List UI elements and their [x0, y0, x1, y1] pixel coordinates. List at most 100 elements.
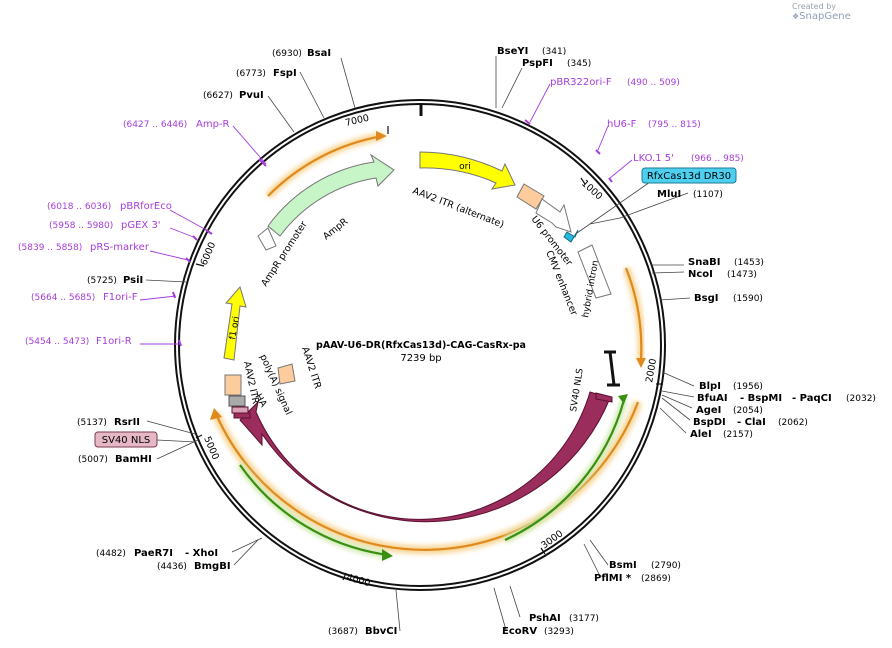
primer-f1ori-r: F1ori-R [96, 336, 132, 347]
sv40-nls-box-text: SV40 NLS [102, 435, 151, 446]
rfxcas13d-dr30-feature [563, 229, 579, 243]
plasmid-backbone [174, 99, 666, 591]
sv40-nls-left-feature [233, 412, 251, 419]
primer-hu6-f: hU6-F [607, 119, 637, 130]
primer-pgex3: pGEX 3' [121, 220, 161, 231]
enzyme-agei: AgeI [696, 405, 721, 416]
f1-ori-feature [223, 285, 247, 361]
aav2-itr-alternate-feature [516, 183, 545, 210]
credit-brand: SnapGene [799, 11, 851, 22]
primer-f1ori-f-range: (5664 .. 5685) [31, 293, 95, 303]
primer-prs-marker: pRS-marker [90, 242, 150, 253]
enzyme-pflmi-pos: (2869) [641, 574, 671, 584]
enzyme-bspdi: BspDI [693, 417, 726, 428]
primer-pbrforeco-range: (6018 .. 6036) [47, 202, 111, 212]
enzyme-ncoi: NcoI [688, 269, 713, 280]
enzyme-xhoi: - XhoI [185, 548, 218, 559]
enzyme-rsrii-pos: (5137) [77, 418, 107, 428]
f1-ori-label: f1 ori [228, 316, 242, 341]
snapgene-logo-icon: ❖ [792, 12, 800, 21]
map-center-title: pAAV-U6-DR(RfxCas13d)-CAG-CasRx-pa 7239 … [316, 340, 526, 364]
credit-prefix: Created by [792, 2, 837, 11]
enzyme-ncoi-pos: (1473) [727, 270, 757, 280]
tick-3000: 3000 [539, 528, 565, 551]
ampr-orf-arc [267, 134, 384, 197]
enzyme-psii: PsiI [123, 275, 143, 286]
enzyme-snabi: SnaBI [688, 257, 720, 268]
enzyme-paqci-pos: (2032) [846, 394, 876, 404]
primer-f1ori-f: F1ori-F [103, 292, 138, 303]
orf-arcs [210, 131, 646, 561]
enzyme-leader-lines [145, 56, 695, 632]
enzyme-labels: (6930) BsaI (6773) FspI (6627) PvuI BseY… [77, 46, 876, 637]
ori-feature [419, 151, 516, 190]
snapgene-credit: Created by ❖SnapGene [792, 2, 892, 22]
aav2-itr-right-feature [277, 363, 296, 385]
primer-lines [139, 83, 633, 345]
enzyme-fspi-pos: (6773) [236, 69, 266, 79]
orf-green-arc-left [239, 464, 389, 557]
enzyme-blpi: BlpI [699, 381, 721, 392]
primer-hu6-f-range: (795 .. 815) [648, 120, 701, 130]
rfxcas13d-label: RfxCas13d [409, 533, 463, 544]
sv40-nls-right-label: SV40 NLS [569, 368, 586, 413]
rfxcas13d-feature [239, 391, 611, 523]
enzyme-bmgbi: BmgBI [194, 561, 231, 572]
ampr-label: AmpR [321, 216, 350, 242]
primer-labels: (6427 .. 6446) Amp-R pBR322ori-F (490 ..… [18, 77, 744, 347]
enzyme-bmgbi-pos: (4436) [157, 562, 187, 572]
enzyme-pvui: PvuI [239, 90, 264, 101]
ampr-promoter-feature [257, 227, 277, 251]
enzyme-alei-pos: (2157) [723, 430, 753, 440]
cas13-orf-outer-arc [214, 401, 640, 551]
enzyme-pspfi: PspFI [522, 58, 553, 69]
tick-2000: 2000 [644, 358, 659, 384]
ampr-feature [267, 153, 395, 237]
aav2-itr-alternate-label: AAV2 ITR (alternate) [411, 186, 506, 231]
primer-lko15: LKO.1 5' [633, 153, 674, 164]
enzyme-snabi-pos: (1453) [734, 258, 764, 268]
enzyme-bsmi: BsmI [609, 560, 637, 571]
enzyme-bsai: BsaI [307, 48, 331, 59]
enzyme-blpi-pos: (1956) [733, 382, 763, 392]
hybrid-intron-feature [604, 350, 620, 387]
primer-amp-r-range: (6427 .. 6446) [123, 120, 187, 130]
enzyme-agei-pos: (2054) [733, 406, 763, 416]
enzyme-psii-pos: (5725) [87, 276, 117, 286]
tick-labels: 7000 1000 2000 3000 4000 5000 6000 [195, 113, 663, 589]
u6-promoter-feature [535, 198, 572, 233]
enzyme-clai-pos: (2062) [778, 418, 808, 428]
tick-1000: 1000 [579, 178, 604, 202]
aav2-itr-right-label: AAV2 ITR [299, 346, 323, 391]
enzyme-ecorv-pos: (3293) [544, 627, 574, 637]
enzyme-bsmi-pos: (2790) [651, 561, 681, 571]
enzyme-pvui-pos: (6627) [203, 91, 233, 101]
enzyme-mlui-pos: (1107) [693, 190, 723, 200]
enzyme-paqci: - PaqCI [792, 393, 832, 404]
enzyme-bsai-pos: (6930) [272, 49, 302, 59]
primer-pbrforeco: pBRforEco [120, 201, 172, 212]
tick-4000: 4000 [345, 572, 371, 589]
sv40-nls-boxed-label: SV40 NLS [94, 431, 197, 448]
rfxcas13d-dr30-boxed-label: RfxCas13d DR30 [576, 167, 737, 234]
poly-a-feature [228, 395, 246, 407]
primer-arrows [172, 119, 613, 347]
enzyme-paer7i-pos: (4482) [96, 549, 126, 559]
aav2-itr-left-feature [224, 374, 242, 396]
enzyme-paer7i: PaeR7I [134, 548, 173, 559]
ha-feature [231, 406, 249, 414]
orf-green-arc-right [504, 399, 626, 541]
enzyme-bamhi-pos: (5007) [78, 455, 108, 465]
enzyme-clai: - ClaI [737, 417, 766, 428]
enzyme-pspfi-pos: (345) [567, 59, 591, 69]
primer-pgex3-range: (5958 .. 5980) [49, 221, 113, 231]
primer-lko15-range: (966 .. 985) [691, 154, 744, 164]
plasmid-size: 7239 bp [400, 353, 441, 364]
enzyme-pflmi: PflMI * [594, 573, 632, 584]
enzyme-pshai-pos: (3177) [569, 614, 599, 624]
enzyme-bsgi-pos: (1590) [733, 294, 763, 304]
enzyme-rsrii: RsrII [114, 417, 140, 428]
primer-pbr322ori-f-range: (490 .. 509) [627, 78, 680, 88]
enzyme-mlui: MluI [657, 189, 681, 200]
